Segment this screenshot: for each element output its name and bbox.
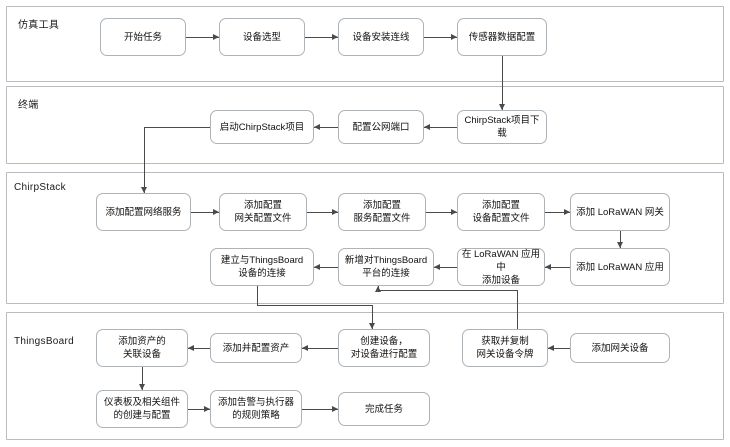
c-gwfile-to-svcfile-line [307, 212, 338, 213]
process-add-network-svc[interactable]: 添加配置网络服务 [96, 193, 191, 231]
c-lorawangw-to-app-line [620, 231, 621, 248]
c-create-to-asset-line [302, 348, 338, 349]
c-network-to-gwfile-line [191, 212, 219, 213]
process-asset-linked-dev[interactable]: 添加资产的 关联设备 [96, 329, 188, 367]
process-start-task[interactable]: 开始任务 [100, 18, 186, 56]
c-gwdevice-to-token-arrow [548, 344, 554, 351]
process-add-device-in-app[interactable]: 在 LoRaWAN 应用中 添加设备 [457, 248, 545, 286]
process-gw-token[interactable]: 获取并复制 网关设备令牌 [462, 329, 548, 367]
c-gwdevice-to-token-line [548, 348, 570, 349]
c-linked-to-dashboard-arrow [138, 384, 145, 390]
c-token-to-tbplat-h [378, 290, 517, 291]
c-devfile-to-lorawangw-arrow [564, 208, 570, 215]
c-create-to-asset-arrow [302, 344, 308, 351]
process-build-tb-device[interactable]: 建立与ThingsBoard 设备的连接 [210, 248, 314, 286]
process-add-gw-device[interactable]: 添加网关设备 [570, 333, 670, 363]
c-asset-to-linked-arrow [188, 344, 194, 351]
c-sensor-to-download-arrow [498, 104, 505, 110]
c-tbplat-to-tbdevice-line [314, 267, 338, 268]
c-start-to-network-h [144, 127, 210, 128]
label-thingsboard: ThingsBoard [14, 336, 74, 347]
process-device-install[interactable]: 设备安装连线 [338, 18, 424, 56]
c-dashboard-to-alarm-arrow [204, 405, 210, 412]
label-simulation: 仿真工具 [18, 20, 60, 31]
c-devfile-to-lorawangw-line [545, 212, 570, 213]
c-port-to-start-arrow [314, 123, 320, 130]
c-linked-to-dashboard-line [142, 367, 143, 390]
c-app-to-adddevice-line [545, 267, 570, 268]
process-create-device[interactable]: 创建设备， 对设备进行配置 [338, 329, 430, 367]
c-gwfile-to-svcfile-arrow [332, 208, 338, 215]
c-lorawangw-to-app-arrow [616, 242, 623, 248]
c-tbdevice-to-create-h [257, 305, 372, 306]
c-start-to-network-arrow [140, 187, 147, 193]
c-alarm-to-finish-line [302, 409, 338, 410]
c-tbdevice-to-create-v2 [372, 305, 373, 329]
c-install-to-sensor-arrow [451, 33, 457, 40]
c-selection-to-install-line [305, 37, 338, 38]
c-start-to-selection-arrow [213, 33, 219, 40]
c-port-to-start-line [314, 127, 338, 128]
process-chirpstack-start[interactable]: 启动ChirpStack项目 [210, 110, 314, 144]
c-tbplat-to-tbdevice-arrow [314, 263, 320, 270]
process-dashboard-config[interactable]: 仪表板及相关组件 的创建与配置 [96, 390, 188, 428]
process-sensor-config[interactable]: 传感器数据配置 [457, 18, 547, 56]
process-add-lorawan-gw[interactable]: 添加 LoRaWAN 网关 [570, 193, 670, 231]
c-start-to-selection-line [186, 37, 219, 38]
process-device-conf-file[interactable]: 添加配置 设备配置文件 [457, 193, 545, 231]
c-adddevice-to-tbplat-arrow [434, 263, 440, 270]
process-finish-task[interactable]: 完成任务 [338, 392, 430, 426]
process-alarm-rule[interactable]: 添加告警与执行器 的规则策略 [210, 390, 302, 428]
label-terminal: 终端 [18, 100, 39, 111]
c-token-to-tbplat-v1 [517, 290, 518, 329]
c-asset-to-linked-line [188, 348, 210, 349]
c-token-to-tbplat-arrow [374, 286, 381, 292]
c-download-to-port-line [424, 127, 457, 128]
process-add-tb-platform[interactable]: 新增对ThingsBoard 平台的连接 [338, 248, 434, 286]
c-tbdevice-to-create-v1 [257, 286, 258, 305]
process-chirpstack-dl[interactable]: ChirpStack项目下载 [457, 110, 547, 144]
c-alarm-to-finish-arrow [332, 405, 338, 412]
c-start-to-network-v [144, 127, 145, 193]
c-selection-to-install-arrow [332, 33, 338, 40]
process-gateway-conf-file[interactable]: 添加配置 网关配置文件 [219, 193, 307, 231]
c-dashboard-to-alarm-line [188, 409, 210, 410]
process-service-conf-file[interactable]: 添加配置 服务配置文件 [338, 193, 426, 231]
c-download-to-port-arrow [424, 123, 430, 130]
process-device-selection[interactable]: 设备选型 [219, 18, 305, 56]
process-add-lorawan-app[interactable]: 添加 LoRaWAN 应用 [570, 248, 670, 286]
c-svcfile-to-devfile-line [426, 212, 457, 213]
c-sensor-to-download-line [502, 56, 503, 110]
c-network-to-gwfile-arrow [213, 208, 219, 215]
c-install-to-sensor-line [424, 37, 457, 38]
c-tbdevice-to-create-arrow [368, 323, 375, 329]
c-adddevice-to-tbplat-line [434, 267, 457, 268]
process-public-port[interactable]: 配置公网端口 [338, 110, 424, 144]
label-chirpstack: ChirpStack [14, 182, 66, 193]
c-svcfile-to-devfile-arrow [451, 208, 457, 215]
c-app-to-adddevice-arrow [545, 263, 551, 270]
process-add-config-asset[interactable]: 添加并配置资产 [210, 333, 302, 363]
